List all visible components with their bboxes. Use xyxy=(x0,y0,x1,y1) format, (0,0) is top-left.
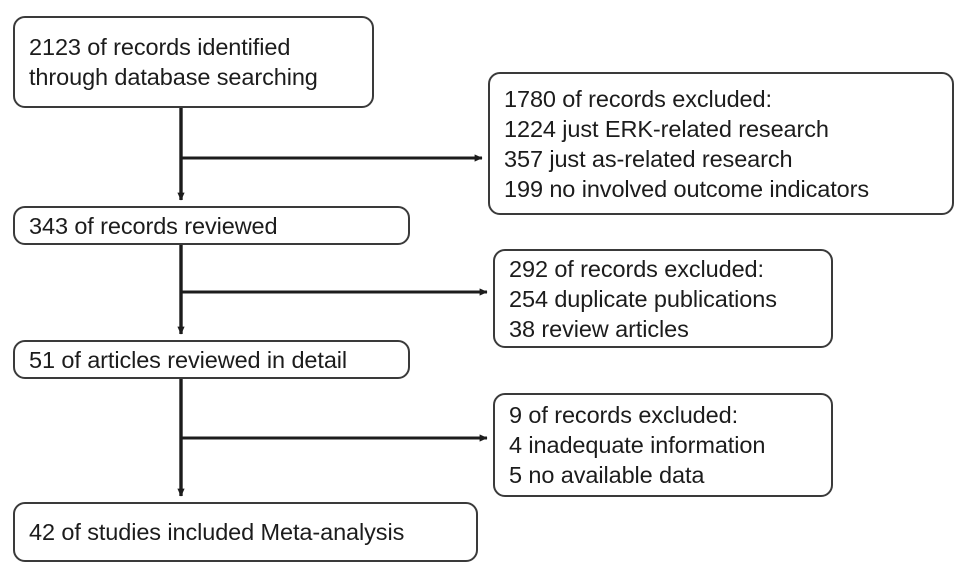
node-studies-included: 42 of studies included Meta-analysis xyxy=(13,502,478,562)
node-line: 343 of records reviewed xyxy=(29,212,278,239)
node-line: 199 no involved outcome indicators xyxy=(504,175,869,202)
node-line: 2123 of records identified xyxy=(29,34,291,60)
node-line: 254 duplicate publications xyxy=(509,285,777,312)
node-line: 1780 of records excluded: xyxy=(504,85,772,112)
node-line: through database searching xyxy=(29,64,318,90)
node-records-excluded-3: 9 of records excluded: 4 inadequate info… xyxy=(493,393,833,497)
node-records-identified: 2123 of records identified through datab… xyxy=(13,16,374,108)
node-line: 9 of records excluded: xyxy=(509,402,739,428)
node-line: 5 no available data xyxy=(509,462,705,488)
node-line: 292 of records excluded: xyxy=(509,255,764,282)
node-line: 1224 just ERK-related research xyxy=(504,115,829,142)
node-articles-reviewed-detail: 51 of articles reviewed in detail xyxy=(13,340,410,379)
node-line: 357 just as-related research xyxy=(504,145,793,172)
node-records-excluded-1: 1780 of records excluded: 1224 just ERK-… xyxy=(488,72,954,215)
node-records-excluded-2: 292 of records excluded: 254 duplicate p… xyxy=(493,249,833,348)
node-records-reviewed: 343 of records reviewed xyxy=(13,206,410,245)
node-line: 4 inadequate information xyxy=(509,432,766,458)
node-line: 38 review articles xyxy=(509,315,689,342)
node-line: 51 of articles reviewed in detail xyxy=(29,346,348,373)
node-line: 42 of studies included Meta-analysis xyxy=(29,519,405,545)
